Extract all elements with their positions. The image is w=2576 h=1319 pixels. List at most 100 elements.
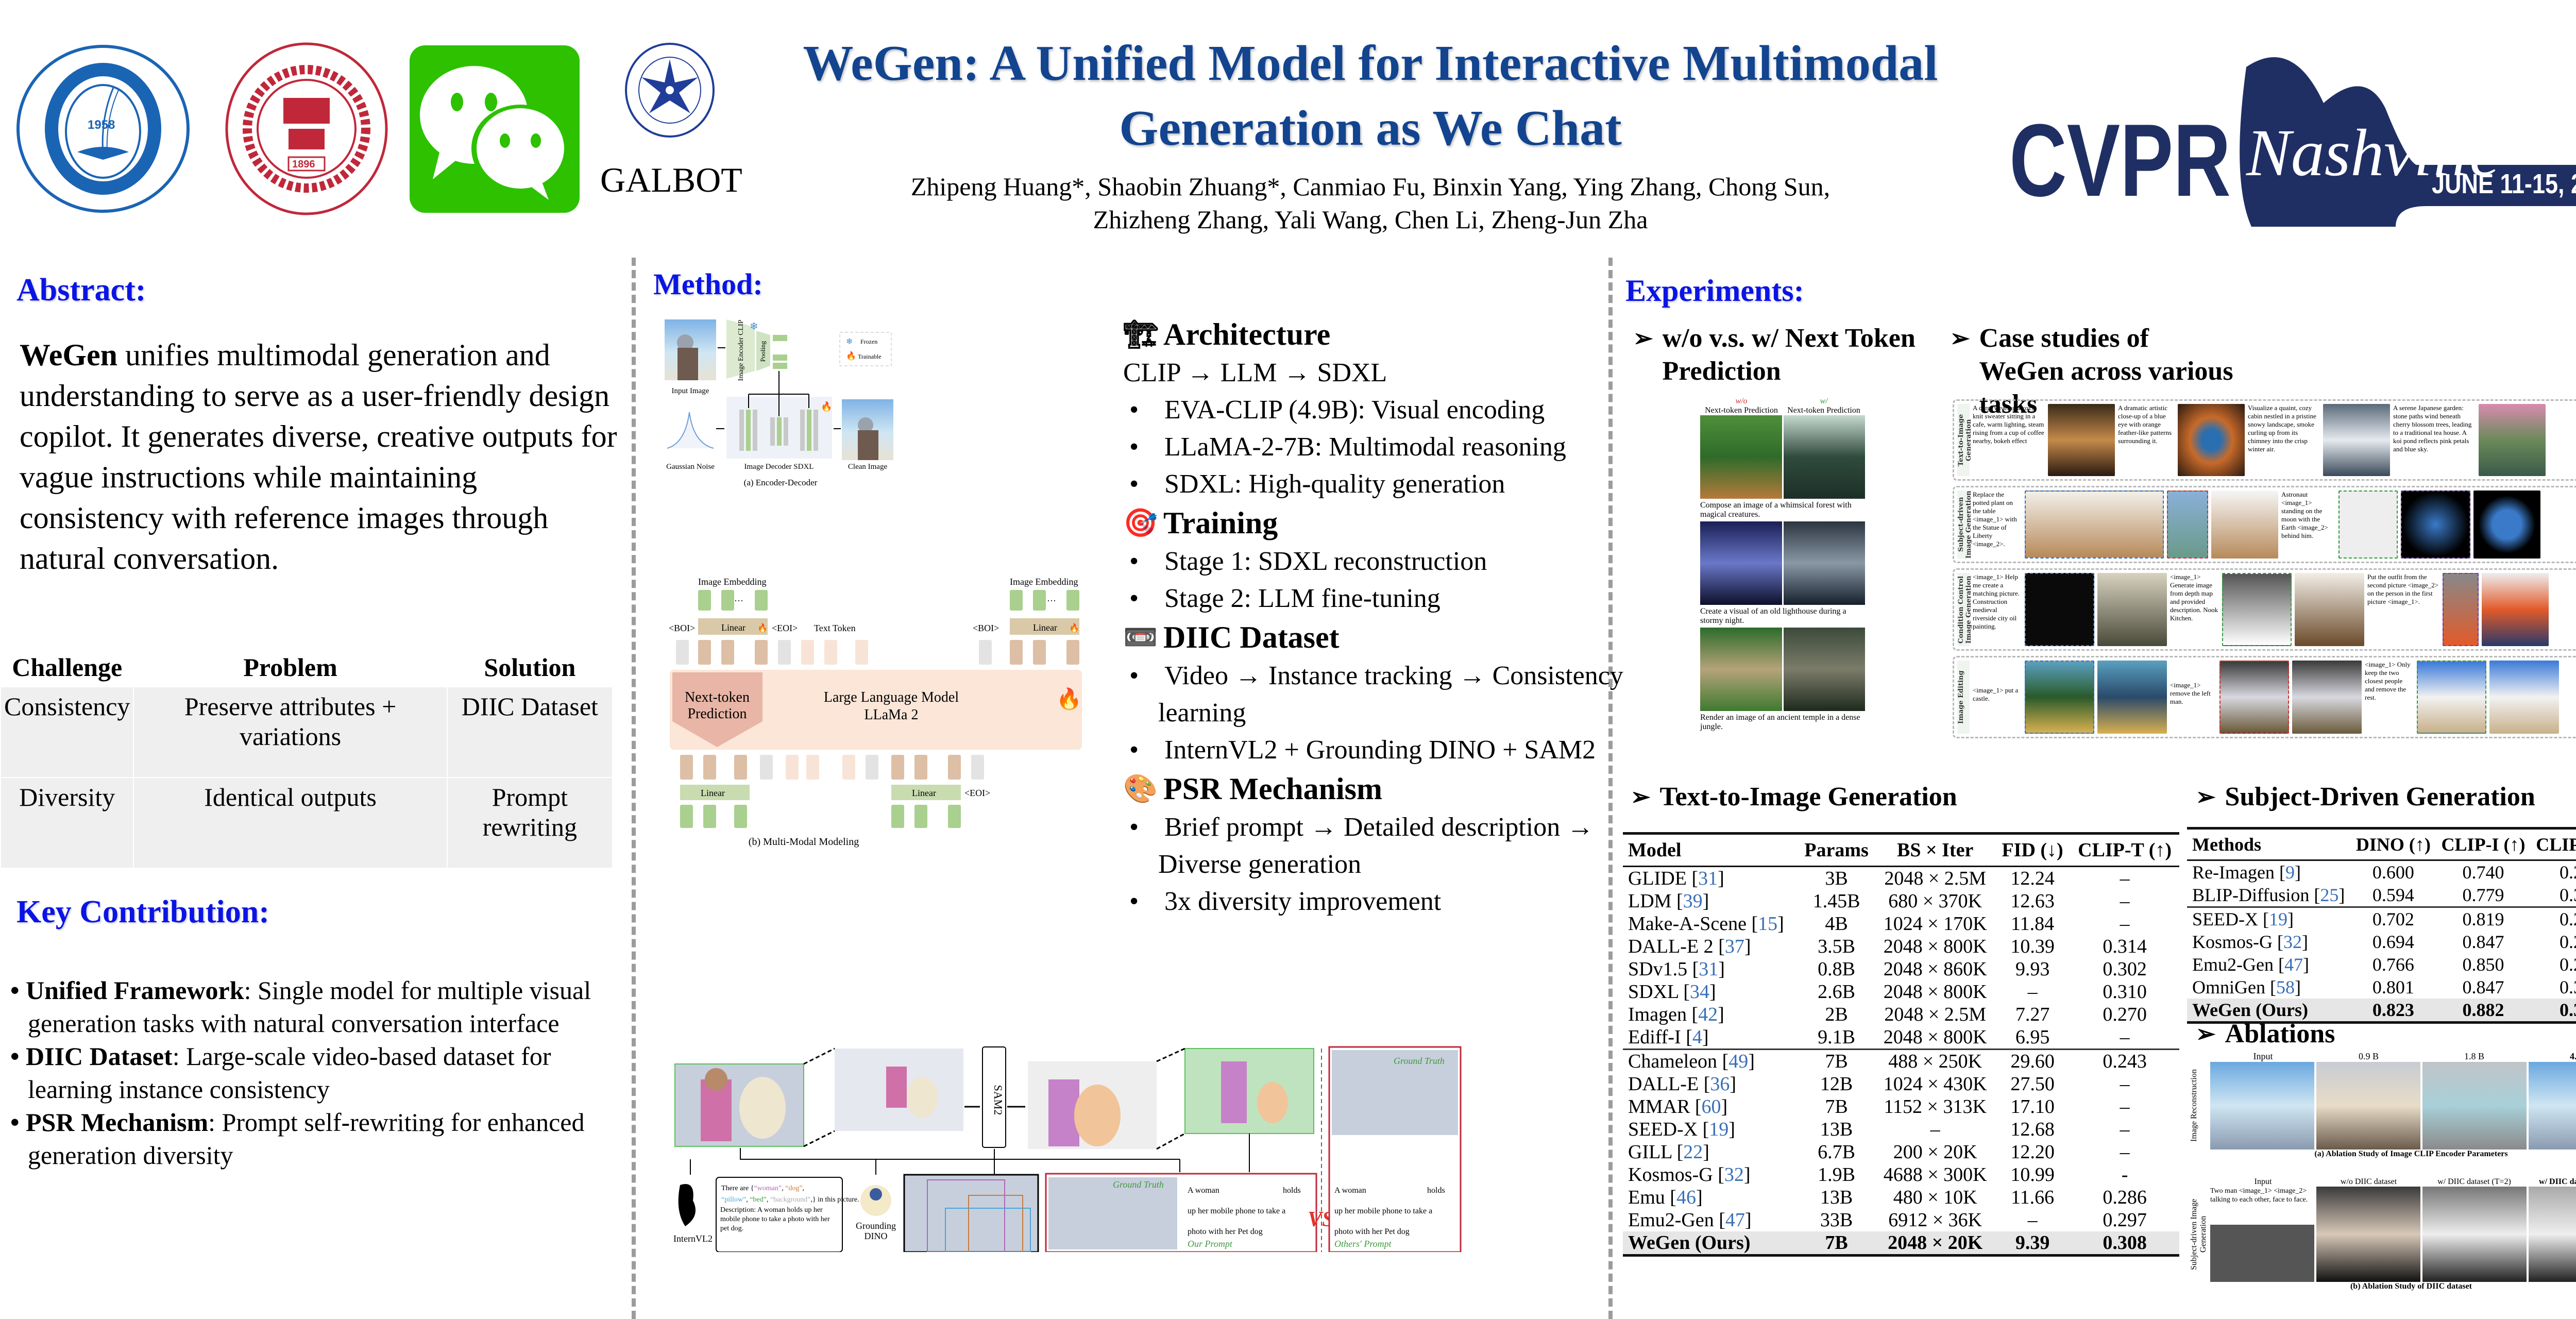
ablation-b-caption: (b) Ablation Study of DIIC dataset	[2350, 1282, 2472, 1291]
cell: Diversity	[0, 777, 134, 869]
model-name: DALL-E [36]	[1623, 1073, 1798, 1095]
model-label: DALL-E	[1628, 1073, 1699, 1095]
palette-icon: 🎨	[1123, 773, 1158, 804]
model-name: Ediff-I [4]	[1623, 1026, 1798, 1050]
cell: 4B	[1825, 913, 1848, 935]
case-image	[2295, 573, 2364, 646]
model-name: Chameleon [49]	[1623, 1049, 1798, 1073]
internvl-label: InternVL2	[673, 1233, 713, 1244]
subject-heading: ➢ Subject-Driven Generation	[2196, 781, 2535, 814]
case-prompt: <image_1> Help me create a matching pict…	[1973, 573, 2020, 630]
model-name: SDXL [34]	[1623, 980, 1798, 1003]
output-label: Clean Image	[848, 463, 888, 471]
case-image	[2048, 404, 2115, 476]
cell: 13B	[1820, 1119, 1853, 1140]
sjtu-logo: 1896	[222, 41, 392, 216]
cell: 200 × 20K	[1893, 1141, 1977, 1163]
next-token-label-2: Prediction	[687, 706, 747, 722]
model-label: Ediff-I	[1628, 1026, 1681, 1048]
cell: 7B	[1797, 1231, 1876, 1257]
desc-tags-2: “pillow”, “bed”, “background”,} in this …	[721, 1196, 859, 1204]
galbot-logo: GALBOT	[600, 160, 742, 199]
model-label: WeGen (Ours)	[1628, 1232, 1751, 1254]
case-studies-figure: Text-to-Image Generation A corgi wearing…	[1953, 399, 2576, 743]
list-item: Brief prompt → Detailed description → Di…	[1123, 809, 1628, 883]
cell: 12.68	[2010, 1119, 2055, 1140]
citation: [49]	[1717, 1051, 1755, 1072]
grounding-dino-icon	[860, 1185, 891, 1216]
cell: –	[2120, 890, 2130, 912]
cell: 10.39	[2010, 936, 2055, 957]
col-label: 0.9 B	[2358, 1051, 2379, 1061]
cell: 2048 × 800K	[1883, 981, 1987, 1003]
model-name: WeGen (Ours)	[2187, 999, 2351, 1024]
cell: 29.60	[1995, 1049, 2071, 1073]
cell: 9.1B	[1818, 1026, 1855, 1048]
ablations-heading: ➢ Ablations	[2196, 1018, 2335, 1051]
cell: 0.243	[2070, 1049, 2179, 1073]
cell: 488 × 250K	[1875, 1049, 1995, 1073]
cell: -	[2121, 1164, 2128, 1186]
column-divider-2	[1608, 258, 1613, 1319]
case-prompt: <image_1> Generate image from depth map …	[2170, 573, 2218, 622]
method-heading: Method:	[653, 267, 763, 301]
linear-layer	[680, 785, 750, 800]
case-image	[2025, 491, 2164, 559]
cell: 7B	[1825, 1096, 1848, 1118]
model-label: WeGen (Ours)	[2192, 1000, 2308, 1020]
cell: –	[2120, 1026, 2130, 1048]
video-camera-icon: 📼	[1123, 622, 1158, 653]
ablation-clip-figure: Input 0.9 B 1.8 B 4.9 B Image Reconstruc…	[2190, 1051, 2576, 1175]
linear-label: Linear	[912, 788, 936, 798]
case-image	[2219, 661, 2289, 734]
llm-block	[670, 670, 1082, 750]
list-item: Unified Framework: Single model for mult…	[5, 974, 623, 1040]
description-box	[716, 1177, 843, 1252]
legend-frozen: Frozen	[860, 338, 877, 345]
ablation-diic-figure: Input w/o DIIC dataset w/ DIIC dataset (…	[2190, 1177, 2576, 1306]
model-label: Kosmos-G	[1628, 1164, 1713, 1186]
row-label: Text-to-Image Generation	[1957, 404, 1973, 476]
case-image	[2097, 573, 2167, 646]
table-row: Consistency Preserve attributes + variat…	[0, 686, 614, 778]
citation-number: 49	[1728, 1051, 1749, 1072]
target-icon: 🎯	[1123, 508, 1158, 538]
next-token-block	[672, 672, 762, 747]
citation-number: 47	[1725, 1209, 1745, 1231]
citation: [60]	[1690, 1096, 1728, 1118]
cell: 0.302	[2103, 958, 2147, 980]
case-prompt: A corgi wearing a cozy knit sweater sitt…	[1973, 404, 2044, 445]
item-title: Unified Framework	[26, 976, 244, 1005]
list-item: Stage 2: LLM fine-tuning	[1123, 580, 1628, 617]
cell: 0.694	[2372, 932, 2414, 952]
cell: 0.270	[2559, 862, 2576, 883]
model-name: Emu2-Gen [47]	[1623, 1209, 1798, 1231]
arrow-bullet-icon: ➢	[1950, 325, 1970, 351]
internvl-icon	[678, 1184, 696, 1226]
model-label: SEED-X	[1628, 1119, 1698, 1140]
case-image	[2417, 661, 2486, 734]
model-label: Re-Imagen	[2192, 862, 2275, 883]
citation: [34]	[1678, 981, 1716, 1003]
token-block	[773, 363, 787, 369]
citation-number: 19	[2269, 909, 2287, 929]
cell: 0.300	[2559, 885, 2576, 905]
row-label: Image Reconstruction	[2190, 1069, 2198, 1142]
cell: 4688 × 300K	[1883, 1164, 1987, 1186]
image-pair	[1700, 415, 1865, 499]
case-prompt: A serene Japanese garden: stone paths wi…	[2393, 404, 2472, 453]
prompt-caption: Render an image of an ancient temple in …	[1700, 713, 1860, 731]
cell: 0.882	[2436, 999, 2531, 1024]
figure-b-caption: (b) Multi-Modal Modeling	[749, 836, 859, 848]
cell: 0.270	[2103, 1004, 2147, 1025]
t2i-results-table: Model Params BS × Iter FID (↓) CLIP-T (↑…	[1623, 832, 2179, 1257]
case-prompt: Visualize a quaint, cozy cabin nestled i…	[2248, 404, 2316, 453]
cell: 9.39	[1995, 1231, 2071, 1257]
model-label: Emu	[1628, 1187, 1665, 1208]
